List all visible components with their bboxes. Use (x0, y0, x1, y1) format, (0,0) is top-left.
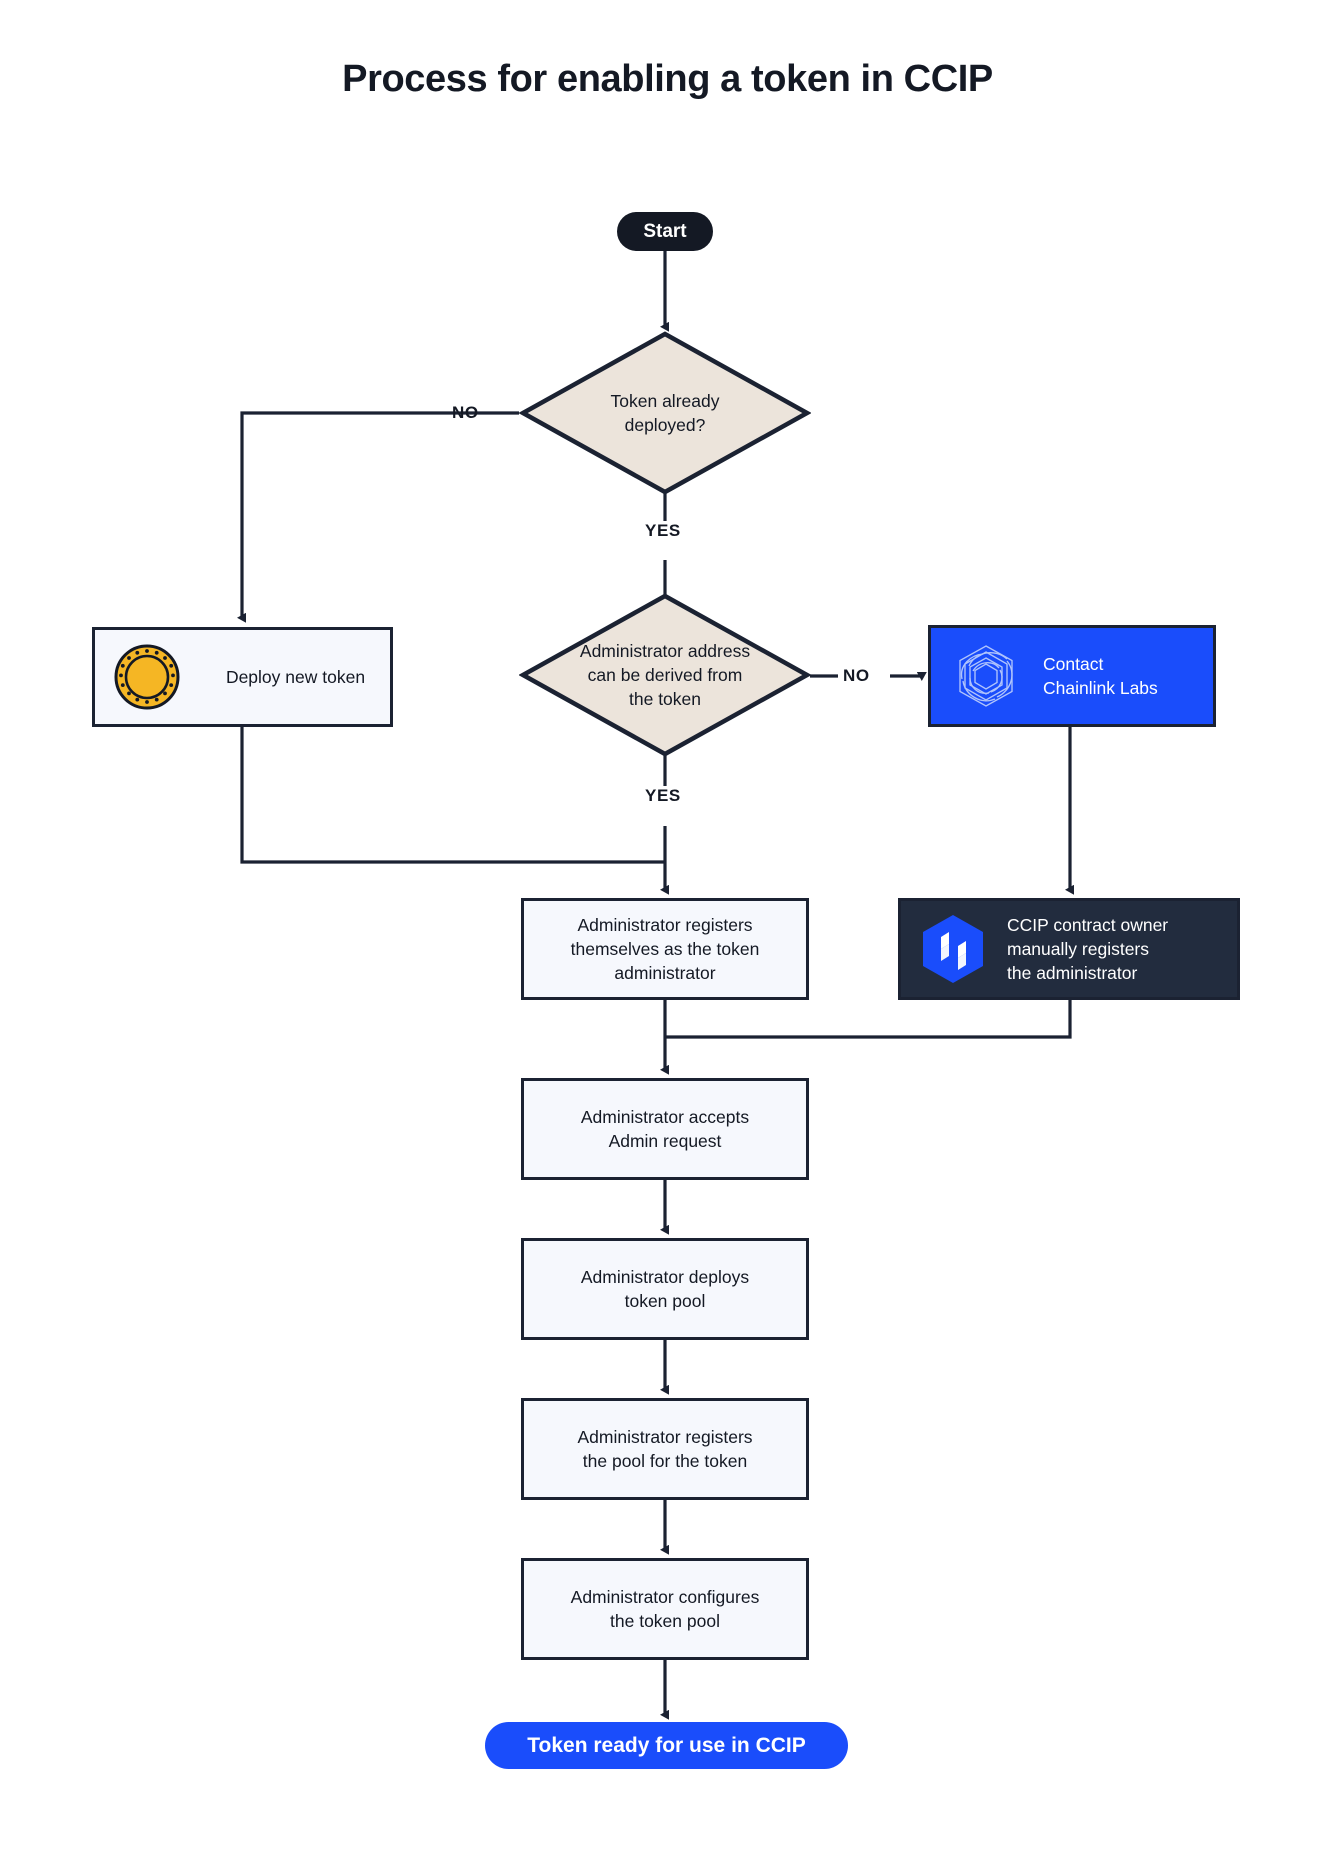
admin-configures-pool-box[interactable]: Administrator configures the token pool (521, 1558, 809, 1660)
decision-1-label: Token already deployed? (610, 390, 720, 435)
end-label: Token ready for use in CCIP (527, 1733, 806, 1757)
ccip-hexagon-icon (919, 913, 987, 985)
contact-labs-line-1: Contact (1043, 653, 1104, 674)
chainlink-logo-icon (949, 639, 1023, 713)
admin-registers-self-line-3: administrator (614, 963, 716, 984)
edge-label-no-1: NO (452, 403, 479, 422)
gold-coin-icon (113, 643, 181, 711)
deploy-new-token-box[interactable]: Deploy new token (92, 627, 393, 727)
admin-accepts-request-label: Administrator accepts Admin request (581, 1105, 749, 1153)
admin-deploys-pool-box[interactable]: Administrator deploys token pool (521, 1238, 809, 1340)
diamond-shape (519, 593, 811, 757)
edge-label-no-2: NO (843, 666, 870, 685)
ccip-owner-registers-admin-box[interactable]: CCIP contract owner manually registers t… (898, 898, 1240, 1000)
page-title: Process for enabling a token in CCIP (342, 58, 993, 100)
contact-chainlink-labs-label: Contact Chainlink Labs (1043, 652, 1158, 700)
admin-accepts-request-box[interactable]: Administrator accepts Admin request (521, 1078, 809, 1180)
admin-registers-pool-box[interactable]: Administrator registers the pool for the… (521, 1398, 809, 1500)
decision-2-label: Administrator address can be derived fro… (579, 640, 751, 710)
admin-deploys-pool-line-2: token pool (624, 1291, 706, 1311)
contact-chainlink-labs-box[interactable]: Contact Chainlink Labs (928, 625, 1216, 727)
admin-configures-pool-label: Administrator configures the token pool (571, 1585, 760, 1633)
start-label: Start (643, 220, 687, 242)
admin-registers-pool-line-2: the pool for the token (582, 1451, 748, 1471)
edge-label-yes-2: YES (645, 786, 681, 805)
ccip-owner-line-3: the administrator (1007, 963, 1138, 984)
ccip-owner-registers-admin-label: CCIP contract owner manually registers t… (1007, 913, 1168, 985)
decision-token-already-deployed[interactable]: Token already deployed? (519, 330, 811, 496)
admin-accepts-line-2: Admin request (608, 1131, 722, 1151)
admin-deploys-pool-line-1: Administrator deploys (580, 1266, 750, 1287)
admin-accepts-line-1: Administrator accepts (580, 1106, 750, 1127)
deploy-new-token-label: Deploy new token (225, 666, 366, 687)
ccip-owner-line-2: manually registers (1007, 938, 1149, 959)
admin-deploys-pool-label: Administrator deploys token pool (581, 1265, 749, 1313)
edge-label-yes-1: YES (645, 521, 681, 540)
admin-registers-self-line-1: Administrator registers (577, 914, 753, 935)
admin-configures-pool-line-2: the token pool (610, 1611, 720, 1631)
ccip-owner-line-1: CCIP contract owner (1007, 914, 1169, 935)
admin-registers-self-box[interactable]: Administrator registers themselves as th… (521, 898, 809, 1000)
end-node[interactable]: Token ready for use in CCIP (485, 1722, 848, 1769)
admin-registers-pool-line-1: Administrator registers (577, 1426, 753, 1447)
admin-registers-self-line-2: themselves as the token (570, 938, 760, 959)
diamond-shape (519, 331, 811, 495)
contact-labs-line-2: Chainlink Labs (1043, 678, 1158, 698)
decision-admin-address-derivable[interactable]: Administrator address can be derived fro… (519, 592, 811, 758)
admin-registers-self-label: Administrator registers themselves as th… (571, 913, 760, 985)
admin-configures-pool-line-1: Administrator configures (570, 1586, 760, 1607)
start-node[interactable]: Start (617, 212, 713, 251)
admin-registers-pool-label: Administrator registers the pool for the… (577, 1425, 752, 1473)
